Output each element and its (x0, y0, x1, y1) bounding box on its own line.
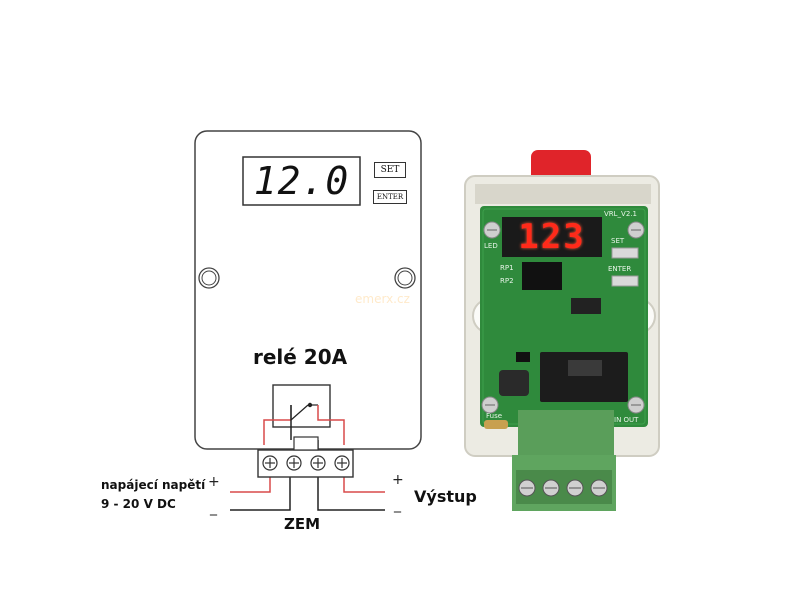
pcb-led-label: LED (484, 242, 498, 250)
display-window (242, 156, 361, 206)
drawing-enter-button: ENTER (373, 190, 407, 204)
drawing-set-button: SET (374, 162, 406, 178)
plus-sign-left: + (208, 474, 220, 490)
plus-sign-right: + (392, 472, 404, 488)
screw-terminal-icon (334, 455, 350, 471)
mounting-hole-icon (394, 267, 416, 289)
output-label: Výstup (414, 487, 477, 506)
supply-voltage-label: napájecí napětí 9 - 20 V DC (101, 476, 205, 514)
pcb-set-label: SET (611, 237, 625, 245)
screw-terminal-icon (262, 455, 278, 471)
terminal-block-green (518, 410, 614, 458)
seven-segment-module (502, 217, 602, 257)
mounting-hole-icon (198, 267, 220, 289)
pcb-enter-button (611, 275, 639, 287)
screw-icon (627, 396, 645, 414)
drawing-display-value: 12.0 (253, 159, 350, 203)
minus-sign-right: _ (394, 497, 401, 513)
pcb-rp1-label: RP1 (500, 264, 514, 272)
relay-label: relé 20A (253, 345, 348, 369)
pcb-rp2-label: RP2 (500, 277, 514, 285)
supply-label-line2: 9 - 20 V DC (101, 497, 176, 511)
screw-icon (483, 221, 501, 239)
screw-terminal-icon (518, 479, 608, 497)
pcb-enter-label: ENTER (608, 265, 632, 273)
screw-terminal-icon (286, 455, 302, 471)
watermark: emerx.cz (355, 292, 410, 306)
board-version-label: VRL_V2.1 (604, 210, 637, 218)
pcb-in-out-label: IN OUT (614, 416, 639, 424)
minus-sign-left: _ (210, 500, 217, 516)
screw-icon (627, 221, 645, 239)
screw-terminal-icon (310, 455, 326, 471)
pcb-set-button (611, 247, 639, 259)
pcb-display-value: 123 (518, 217, 586, 257)
supply-label-line1: napájecí napětí (101, 478, 206, 492)
screw-icon (481, 396, 499, 414)
pcb-fuse-label: Fuse (486, 412, 503, 420)
ground-label: ZEM (284, 515, 321, 533)
